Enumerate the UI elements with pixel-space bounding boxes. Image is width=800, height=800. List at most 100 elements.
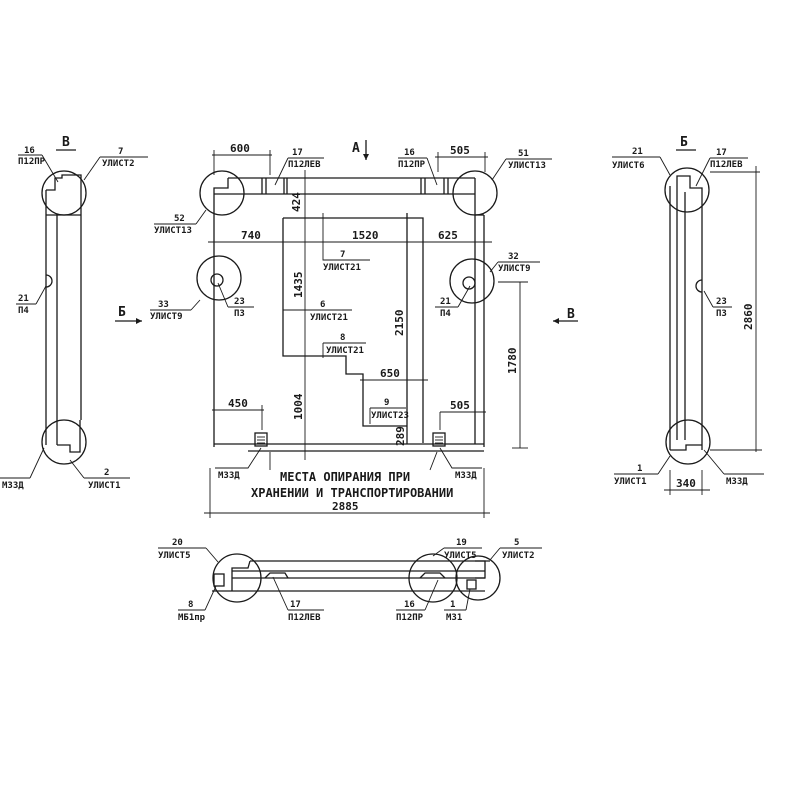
callout-ref: УЛИСТ6 <box>612 161 645 171</box>
callout-ref: П3 <box>234 309 245 319</box>
insert-profile <box>419 572 446 579</box>
panel-top-profile <box>676 175 703 192</box>
dimension-label: 625 <box>438 229 458 242</box>
callout-number: 7 <box>118 147 123 157</box>
callout-ref: УЛИСТ1 <box>614 477 647 487</box>
dimension-label: 2885 <box>332 500 359 513</box>
leader-line <box>491 158 507 181</box>
leader-line <box>69 459 85 479</box>
detail-circle <box>199 170 245 216</box>
detail-circle <box>408 553 458 603</box>
leader-line <box>659 156 671 176</box>
callout-number: 52 <box>174 214 185 224</box>
section-arrow-label: В <box>567 307 575 322</box>
callout-number: 33 <box>158 300 169 310</box>
view-label: А <box>352 141 360 156</box>
callout-ref: УЛИСТ5 <box>444 551 477 561</box>
callout-ref: П12ПР <box>398 160 426 170</box>
callout-ref: УЛИСТ23 <box>371 411 409 421</box>
dimension-label: 1435 <box>292 272 305 299</box>
detail-circle <box>41 419 87 465</box>
dimension-label: 450 <box>228 397 248 410</box>
right-view-section-label: Б <box>680 135 688 150</box>
dimension-label: 1780 <box>506 348 519 375</box>
dimension-label: 505 <box>450 144 470 157</box>
leader-line <box>35 285 47 305</box>
leader-line <box>695 157 711 187</box>
arrow-head-icon <box>363 154 369 160</box>
anchor-plate <box>254 432 268 447</box>
leader-line <box>426 157 438 186</box>
loop-marker <box>210 273 224 287</box>
callout-number: 21 <box>18 294 29 304</box>
dimension-label: 2150 <box>393 310 406 337</box>
callout-number: 21 <box>632 147 643 157</box>
left-view-section-label: В <box>62 135 70 150</box>
callout-number: 16 <box>404 148 415 158</box>
callout-ref: УЛИСТ13 <box>154 226 192 236</box>
detail-circle <box>664 167 710 213</box>
anchor-label: М33Д <box>218 471 240 481</box>
detail-circle <box>452 170 498 216</box>
leader-line <box>424 579 439 611</box>
section-arrow-label: Б <box>118 305 126 320</box>
dimension-label: 740 <box>241 229 261 242</box>
callout-number: 16 <box>404 600 415 610</box>
right-view: Б 2860 340 21 УЛИСТ6 17 П12ЛЕВ 23 П3 1 <box>612 135 764 495</box>
callout-ref: П12ПР <box>396 613 424 623</box>
leader-line <box>190 299 201 311</box>
callout-ref: М33Д <box>2 481 24 491</box>
insert-profile <box>264 572 289 579</box>
callout-number: 17 <box>716 148 727 158</box>
opening-outline <box>282 218 407 427</box>
callout-ref: П12ЛЕВ <box>710 160 743 170</box>
leader-line <box>489 261 499 273</box>
leader-line <box>439 447 482 469</box>
callout-number: 23 <box>716 297 727 307</box>
dimension-label: 600 <box>230 142 250 155</box>
callout-number: 2 <box>104 468 109 478</box>
dimension-label: 340 <box>676 477 696 490</box>
note-line-1: МЕСТА ОПИРАНИЯ ПРИ <box>280 470 410 484</box>
leader-line <box>703 449 725 475</box>
callout-ref: П12ЛЕВ <box>288 613 321 623</box>
loop-marker <box>462 276 476 290</box>
callout-number: 23 <box>234 297 245 307</box>
callout-number: 17 <box>292 148 303 158</box>
leader-line <box>41 154 59 183</box>
leader-line <box>432 547 445 557</box>
leader-line <box>272 576 289 611</box>
callout-ref: УЛИСТ2 <box>502 551 535 561</box>
callout-ref: УЛИСТ9 <box>498 264 531 274</box>
detail-circle <box>196 255 242 301</box>
detail-circle <box>455 555 501 601</box>
leader-line <box>457 285 471 308</box>
callout-ref: УЛИСТ21 <box>323 263 361 273</box>
dimension-label: 424 <box>290 192 303 212</box>
callout-ref: П12ПР <box>18 157 46 167</box>
detail-circle <box>41 170 87 216</box>
callout-ref: М31 <box>446 613 462 623</box>
main-view: А <box>115 140 578 518</box>
panel-bottom-profile <box>670 444 702 451</box>
dimension-label: 2860 <box>742 304 755 331</box>
callout-number: 51 <box>518 149 529 159</box>
leader-line <box>195 209 207 225</box>
callout-number: 9 <box>384 398 389 408</box>
panel-top-profile <box>46 174 82 191</box>
callout-ref: УЛИСТ21 <box>310 313 348 323</box>
leader-line <box>29 447 45 479</box>
leader-line <box>83 156 101 181</box>
callout-ref: М33Д <box>726 477 748 487</box>
callout-number: 1 <box>637 464 642 474</box>
detail-circle <box>212 553 262 603</box>
end-profile <box>231 560 251 591</box>
callout-number: 16 <box>24 146 35 156</box>
callout-ref: УЛИСТ2 <box>102 159 135 169</box>
callout-number: 21 <box>440 297 451 307</box>
anchor-label: М33Д <box>455 471 477 481</box>
callout-number: 5 <box>514 538 519 548</box>
callout-ref: УЛИСТ1 <box>88 481 121 491</box>
leader-line <box>274 157 289 186</box>
